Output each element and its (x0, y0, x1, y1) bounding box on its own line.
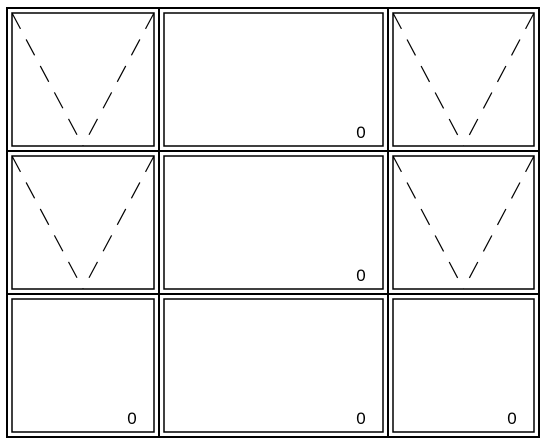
sash-frame (11, 155, 155, 290)
pane-label: 0 (356, 409, 365, 428)
pane-r1-c1 (11, 12, 155, 147)
pane-r1-c2: 0 (163, 12, 384, 147)
sash-frame (392, 12, 535, 147)
sash-frame (163, 298, 384, 433)
opening-indicator-right-line (462, 12, 535, 147)
sash-frame (392, 298, 535, 433)
sash-frame (11, 12, 155, 147)
pane-label: 0 (356, 266, 365, 285)
opening-indicator-left-line (11, 155, 84, 290)
outer-frame (6, 7, 540, 438)
opening-indicator-left-line (11, 12, 84, 147)
pane-r3-c2: 0 (163, 298, 384, 433)
opening-indicator-right-line (82, 155, 155, 290)
opening-indicator-right-line (462, 155, 535, 290)
pane-r3-c1: 0 (11, 298, 155, 433)
opening-indicator-right-line (82, 12, 155, 147)
pane-r2-c2: 0 (163, 155, 384, 290)
sash-frame (11, 298, 155, 433)
opening-indicator-left-line (392, 12, 465, 147)
pane-r1-c3 (392, 12, 535, 147)
sash-frame (163, 155, 384, 290)
pane-r2-c1 (11, 155, 155, 290)
sash-frame (392, 155, 535, 290)
pane-r3-c3: 0 (392, 298, 535, 433)
pane-label: 0 (356, 123, 365, 142)
pane-label: 0 (507, 409, 516, 428)
opening-indicator-left-line (392, 155, 465, 290)
sash-frame (163, 12, 384, 147)
pane-r2-c3 (392, 155, 535, 290)
pane-label: 0 (127, 409, 136, 428)
